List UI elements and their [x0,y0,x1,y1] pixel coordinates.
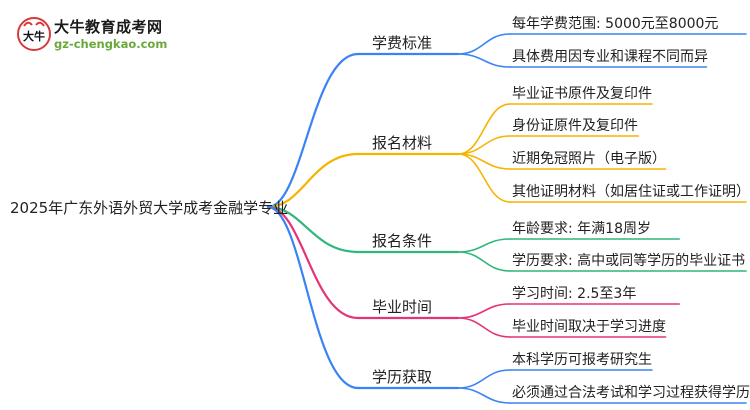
leaf-label[interactable]: 具体费用因专业和课程不同而异 [512,49,708,65]
branch-label[interactable]: 报名条件 [372,232,433,250]
site-logo[interactable]: 大牛 大牛教育成考网 gz-chengkao.com [16,12,168,56]
leaf-connector [457,251,511,272]
branch-connector [266,52,360,209]
branch-label[interactable]: 学费标准 [372,34,433,52]
leaf-connector [457,53,511,68]
logo-url: gz-chengkao.com [54,37,168,51]
leaf-connector [457,33,511,55]
leaf-connector [457,369,511,389]
branch-label[interactable]: 报名材料 [372,134,433,152]
logo-mark-text: 大牛 [23,29,45,43]
leaf-label[interactable]: 近期免冠照片（电子版） [512,151,666,167]
leaf-connector [457,103,511,155]
leaf-label[interactable]: 年龄要求: 年满18周岁 [512,221,651,237]
branch-connector [266,205,360,390]
branch-label[interactable]: 毕业时间 [372,298,433,316]
bull-logo-icon: 大牛 [17,17,51,51]
branch-label[interactable]: 学历获取 [372,368,433,386]
leaf-label[interactable]: 毕业证书原件及复印件 [512,86,652,102]
leaf-label[interactable]: 毕业时间取决于学习进度 [512,319,666,335]
leaf-connector [457,317,511,338]
branch-connector [266,152,360,209]
leaf-label[interactable]: 本科学历可报考研究生 [512,352,652,368]
leaf-label[interactable]: 学习时间: 2.5至3年 [512,286,637,302]
root-topic: 2025年广东外语外贸大学成考金融学专业 [10,199,289,217]
leaf-connector [457,303,511,319]
branch-connector [266,205,360,320]
leaf-label[interactable]: 其他证明材料（如居住证或工作证明） [512,184,750,200]
logo-title: 大牛教育成考网 [54,18,163,36]
leaf-label[interactable]: 每年学费范围: 5000元至8000元 [512,16,719,32]
leaf-connector [457,135,511,155]
branch-connector [266,205,360,254]
leaf-label[interactable]: 必须通过合法考试和学习过程获得学历 [512,385,750,401]
leaf-label[interactable]: 身份证原件及复印件 [512,118,638,134]
leaf-connector [457,238,511,253]
leaf-connector [457,153,511,203]
leaf-label[interactable]: 学历要求: 高中或同等学历的毕业证书 [512,253,746,269]
leaf-connector [457,387,511,404]
